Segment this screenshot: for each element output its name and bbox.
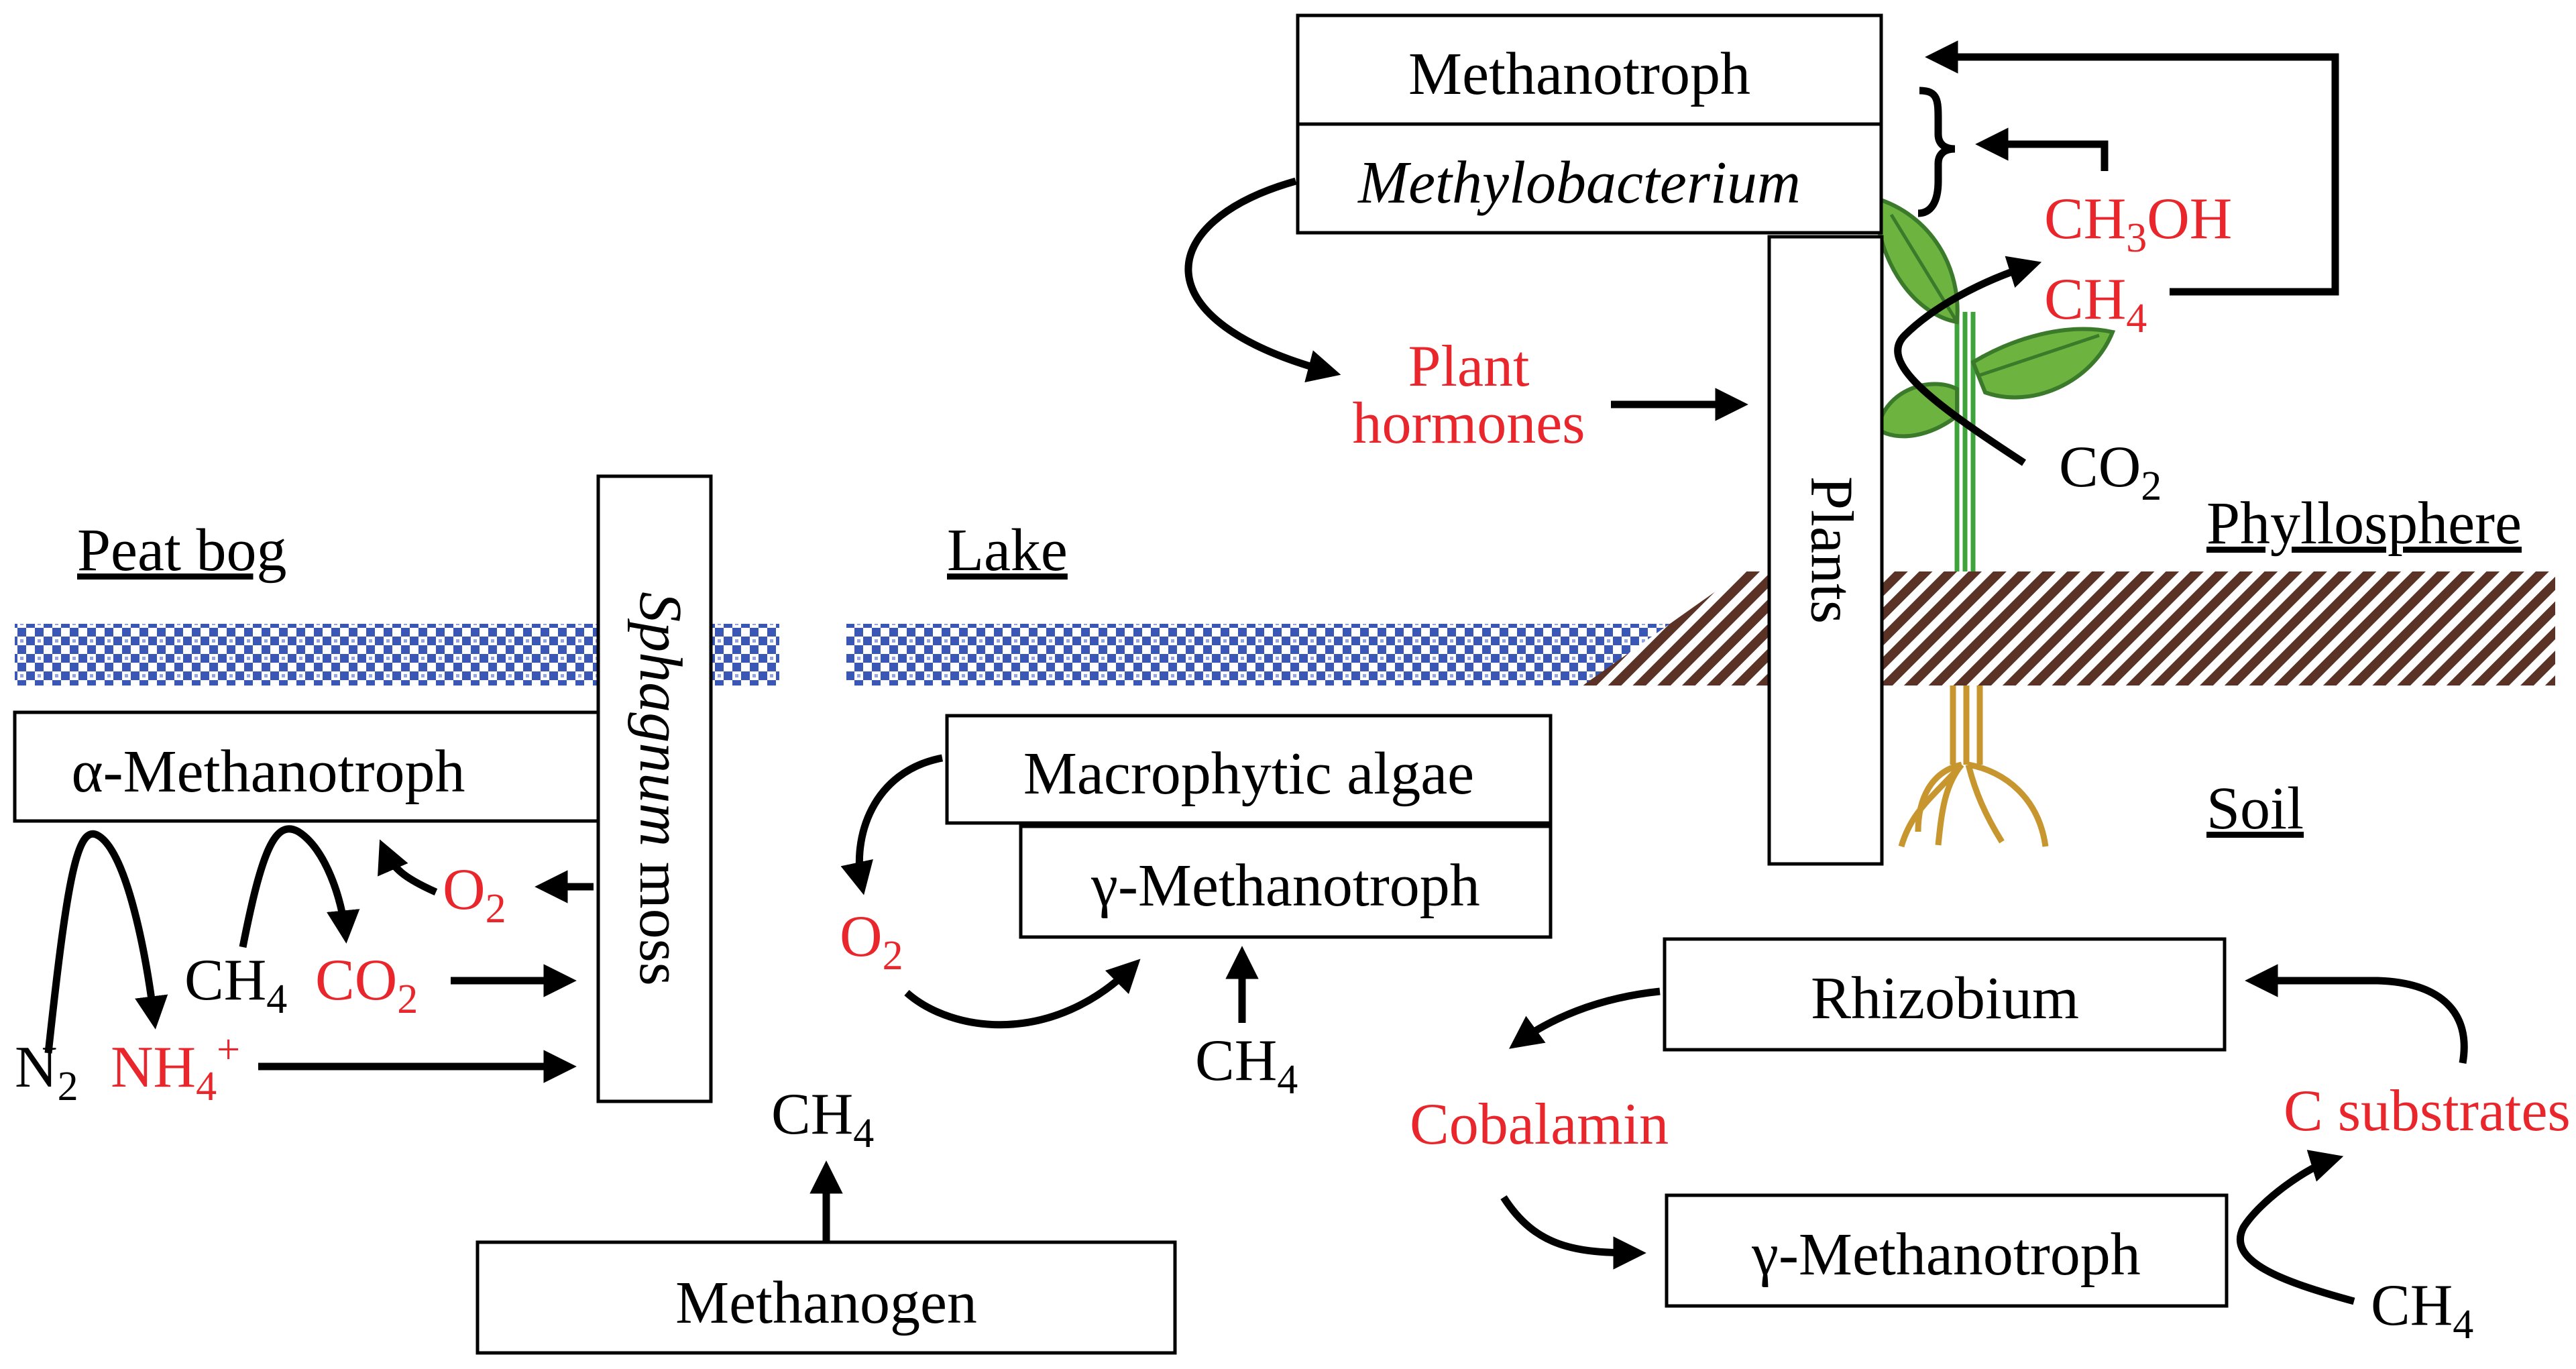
arrow-cobalamin-to-methanotroph bbox=[1500, 1195, 1646, 1270]
arrow-ch3oh-to-methylobacterium bbox=[1975, 127, 2109, 171]
plant-hormones-label-line1: Plant bbox=[1408, 334, 1530, 399]
o2-bog-label: O2 bbox=[443, 857, 506, 932]
brace-methanotroph-pair bbox=[1917, 87, 1956, 217]
macrophytic-algae-label: Macrophytic algae bbox=[1023, 741, 1474, 807]
arrow-rhizobium-to-cobalamin bbox=[1508, 987, 1661, 1049]
sphagnum-rest: moss bbox=[627, 846, 693, 986]
alpha-methanotroph-label: α-Methanotroph bbox=[71, 738, 465, 805]
co2-phyllosphere-label: CO2 bbox=[2059, 435, 2162, 509]
plants-box bbox=[1767, 235, 1884, 866]
ch4-methanogen-label: CH4 bbox=[771, 1082, 874, 1156]
plant-hormones-label-line2: hormones bbox=[1352, 391, 1585, 456]
macrophytic-algae-box bbox=[945, 714, 1553, 825]
gamma-methanotroph-soil-box bbox=[1665, 1193, 2229, 1308]
arrow-o2-to-methanotroph-lake bbox=[904, 959, 1141, 1029]
ch4-soil-label: CH4 bbox=[2371, 1273, 2473, 1348]
heading-phyllosphere: Phyllosphere bbox=[2206, 490, 2522, 557]
soil-band bbox=[1583, 571, 2555, 686]
methanogen-label: Methanogen bbox=[675, 1270, 977, 1336]
methanotroph-label: Methanotroph bbox=[1408, 41, 1750, 107]
gamma-methanotroph-soil-label: γ-Methanotroph bbox=[1751, 1221, 2141, 1288]
lake-water-band bbox=[846, 624, 1712, 686]
ch4-lake-label: CH4 bbox=[1195, 1028, 1298, 1103]
plant-illustration bbox=[1872, 195, 2116, 848]
sphagnum-moss-label: Sphagnum moss bbox=[627, 592, 693, 986]
o2-lake-label: O2 bbox=[840, 904, 903, 979]
plant-stem bbox=[1954, 312, 1976, 571]
leaf-right bbox=[1970, 327, 2116, 400]
ch4-phyllosphere-label: CH4 bbox=[2044, 267, 2147, 341]
ch3oh-label: CH3OH bbox=[2044, 186, 2232, 261]
gamma-methanotroph-lake-label: γ-Methanotroph bbox=[1090, 853, 1480, 919]
sphagnum-moss-box bbox=[596, 474, 713, 1103]
methylobacterium-box bbox=[1296, 122, 1883, 235]
alpha-methanotroph-box bbox=[13, 710, 600, 823]
arrow-ch4-to-c-substrates bbox=[2236, 1150, 2355, 1305]
cobalamin-label: Cobalamin bbox=[1410, 1092, 1669, 1157]
ch4-bog-label: CH4 bbox=[184, 948, 287, 1022]
arrow-ch4-to-co2 bbox=[239, 825, 360, 948]
sphagnum-italic: Sphagnum bbox=[627, 592, 693, 846]
methylobacterium-label: Methylobacterium bbox=[1357, 150, 1801, 216]
arrow-methylobacterium-to-hormones bbox=[1184, 177, 1341, 383]
plant-leaves bbox=[1872, 195, 2116, 439]
arrow-co2-to-ch4-leaf bbox=[1894, 256, 2042, 466]
c-substrates-label: C substrates bbox=[2284, 1079, 2571, 1144]
arrow-n2-to-nh4 bbox=[44, 830, 168, 1054]
arrow-c-substrates-to-rhizobium bbox=[2245, 964, 2468, 1064]
arrow-algae-to-o2 bbox=[840, 754, 944, 895]
methanogen-box bbox=[475, 1240, 1177, 1355]
arrow-ch4-to-methanotroph bbox=[1925, 40, 2339, 296]
arrow-o2-to-methanotroph bbox=[378, 839, 438, 896]
plant-roots bbox=[1898, 686, 2049, 848]
plants-label: Plants bbox=[1798, 476, 1864, 624]
co2-bog-label: CO2 bbox=[315, 948, 418, 1022]
heading-soil: Soil bbox=[2206, 775, 2304, 842]
heading-peat-bog: Peat bog bbox=[77, 517, 286, 584]
gamma-methanotroph-lake-box bbox=[1019, 824, 1553, 939]
heading-lake: Lake bbox=[947, 517, 1068, 584]
rhizobium-label: Rhizobium bbox=[1811, 965, 2079, 1032]
rhizobium-box bbox=[1663, 937, 2227, 1052]
methanotroph-box bbox=[1296, 13, 1883, 126]
nh4-label: NH4+ bbox=[111, 1027, 240, 1109]
